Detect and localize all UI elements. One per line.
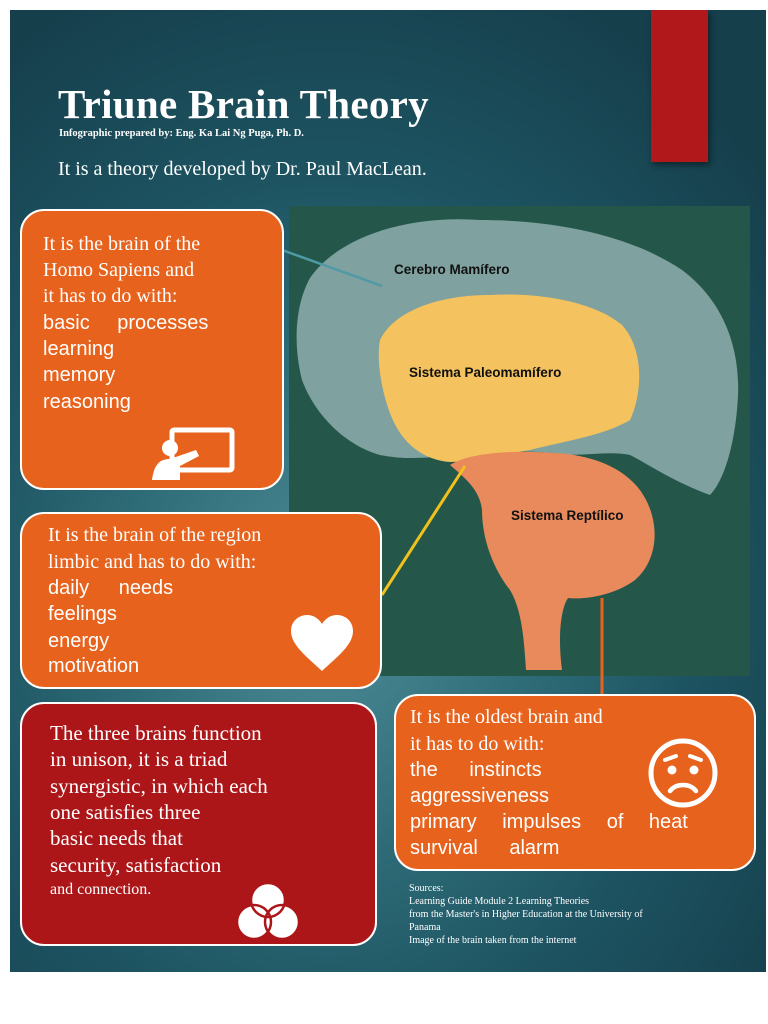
worried-face-icon [648, 738, 718, 808]
reptilico-region [450, 451, 655, 670]
reptilian-item: primary impulses of heat [410, 811, 688, 833]
intro-text: It is a theory developed by Dr. Paul Mac… [58, 158, 427, 180]
triad-line: one satisfies three [50, 800, 201, 824]
reptilian-intro-line: it has to do with: [410, 733, 545, 755]
source-line: Image of the brain taken from the intern… [409, 935, 577, 946]
neocortex-item: learning [43, 338, 115, 360]
reptilian-item: aggressiveness [410, 785, 549, 807]
reptilian-item: the instincts [410, 759, 542, 781]
limbic-item: feelings [48, 603, 117, 625]
triad-info-box: The three brains function in unison, it … [20, 702, 377, 946]
neocortex-intro-line: It is the brain of the [43, 233, 201, 255]
label-cerebro-mamifero: Cerebro Mamífero [394, 262, 510, 277]
neocortex-item: memory [43, 364, 116, 386]
limbic-info-box: It is the brain of the region limbic and… [20, 512, 382, 689]
source-line: Learning Guide Module 2 Learning Theorie… [409, 896, 590, 907]
heart-icon [291, 615, 353, 671]
source-line: Panama [409, 922, 441, 933]
reptilian-intro-line: It is the oldest brain and [410, 706, 603, 728]
triad-line: in unison, it is a triad [50, 747, 228, 771]
neocortex-info-box: It is the brain of the Homo Sapiens and … [20, 209, 284, 490]
teacher-board-icon [152, 427, 235, 480]
page-title: Triune Brain Theory [58, 81, 429, 127]
neocortex-item: basic processes [43, 312, 209, 334]
sources-block: Sources: Learning Guide Module 2 Learnin… [409, 882, 643, 947]
label-sistema-paleomamifero: Sistema Paleomamífero [409, 365, 562, 380]
neocortex-intro-line: Homo Sapiens and [43, 259, 195, 281]
infographic-poster: Triune Brain Theory Infographic prepared… [10, 10, 766, 972]
red-accent-tab [651, 10, 708, 162]
limbic-intro-line: It is the brain of the region [48, 524, 262, 546]
brain-illustration [281, 219, 739, 694]
venn-circles-icon [235, 881, 301, 941]
limbic-item: daily needs [48, 577, 174, 599]
triad-last-line: and connection. [50, 881, 152, 898]
reptilian-item: survival alarm [410, 837, 560, 859]
label-sistema-reptilico: Sistema Reptílico [511, 508, 624, 523]
limbic-item: energy [48, 630, 110, 652]
triad-line: security, satisfaction [50, 853, 222, 877]
connector-line-paleo [380, 465, 467, 596]
source-line: from the Master's in Higher Education at… [409, 909, 643, 920]
neocortex-item: reasoning [43, 391, 131, 413]
paleo-region [378, 294, 640, 462]
sources-heading: Sources: [409, 883, 444, 894]
triad-line: basic needs that [50, 826, 183, 850]
triad-line: synergistic, in which each [50, 774, 268, 798]
neocortex-intro-line: it has to do with: [43, 285, 178, 307]
reptilian-info-box: It is the oldest brain and it has to do … [394, 694, 756, 871]
connector-line-cerebro [281, 248, 383, 288]
triad-line: The three brains function [50, 721, 262, 745]
author-byline: Infographic prepared by: Eng. Ka Lai Ng … [59, 128, 304, 139]
limbic-intro-line: limbic and has to do with: [48, 551, 257, 573]
limbic-item: motivation [48, 655, 140, 677]
